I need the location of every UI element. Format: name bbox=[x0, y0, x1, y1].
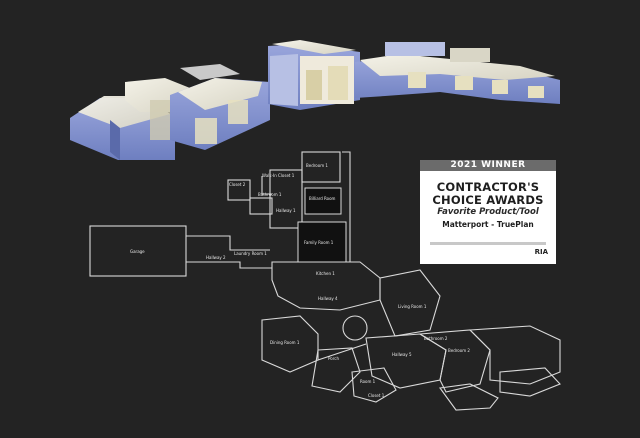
master-suite bbox=[468, 325, 561, 385]
family-room bbox=[297, 221, 347, 263]
garage-room bbox=[89, 225, 187, 277]
badge-category: Favorite Product/Tool bbox=[437, 207, 539, 217]
wall bbox=[186, 235, 270, 251]
badge-winner: Matterport - TruePlan bbox=[442, 220, 534, 229]
living-room bbox=[379, 269, 441, 337]
room-label: Room 1 bbox=[360, 379, 376, 384]
badge-title-line1: CONTRACTOR'S bbox=[436, 180, 540, 194]
ria-logo: RIA bbox=[534, 248, 548, 256]
bathroom-room bbox=[249, 197, 273, 215]
room-label: Billiard Room bbox=[309, 196, 336, 201]
model-left-wing bbox=[70, 78, 195, 160]
room-label: Family Room 1 bbox=[304, 240, 334, 245]
wall bbox=[261, 176, 272, 195]
badge-divider bbox=[430, 242, 546, 245]
model-central-tower bbox=[268, 40, 360, 110]
model-right-wing bbox=[355, 42, 560, 104]
room-label: Dining Room 1 bbox=[270, 340, 300, 345]
room-label: Walk-In Closet 1 bbox=[262, 173, 295, 178]
badge-title-line2: CHOICE AWARDS bbox=[432, 193, 544, 207]
award-badge: 2021 WINNER CONTRACTOR'S CHOICE AWARDS F… bbox=[420, 160, 556, 264]
hallway-room bbox=[269, 169, 303, 229]
model-middle bbox=[170, 64, 270, 150]
porch-room bbox=[311, 347, 361, 393]
room-label: Hallway 5 bbox=[392, 352, 412, 357]
room-label: Garage bbox=[130, 249, 145, 254]
room-room bbox=[351, 367, 397, 403]
walk-in-room bbox=[499, 367, 561, 397]
room-label: Porch bbox=[328, 356, 339, 361]
room-label: Kitchen 1 bbox=[316, 271, 335, 276]
room-label: Bedroom 1 bbox=[306, 163, 328, 168]
room-label: Hallway 2 bbox=[206, 255, 226, 260]
kitchen-room bbox=[271, 261, 381, 311]
room-label: Bedroom 2 bbox=[448, 348, 470, 353]
badge-year: 2021 WINNER bbox=[420, 160, 556, 171]
room-label: Bathroom 1 bbox=[258, 192, 282, 197]
room-label: Hallway 4 bbox=[318, 296, 338, 301]
wall bbox=[317, 343, 367, 361]
room-label: Bathroom 2 bbox=[424, 336, 448, 341]
spiral-stair bbox=[342, 315, 368, 341]
room-label: Laundry Room 1 bbox=[234, 251, 267, 256]
room-label: Hallway 1 bbox=[276, 208, 296, 213]
wall bbox=[342, 151, 351, 262]
wall bbox=[186, 261, 272, 269]
room-label: Closet 1 bbox=[368, 393, 385, 398]
billiard-room bbox=[304, 187, 342, 215]
bath-room bbox=[439, 383, 499, 411]
closet-room bbox=[227, 179, 251, 201]
room-label: Closet 2 bbox=[229, 182, 246, 187]
bedroom-room bbox=[301, 151, 341, 183]
room-label: Living Room 1 bbox=[398, 304, 427, 309]
